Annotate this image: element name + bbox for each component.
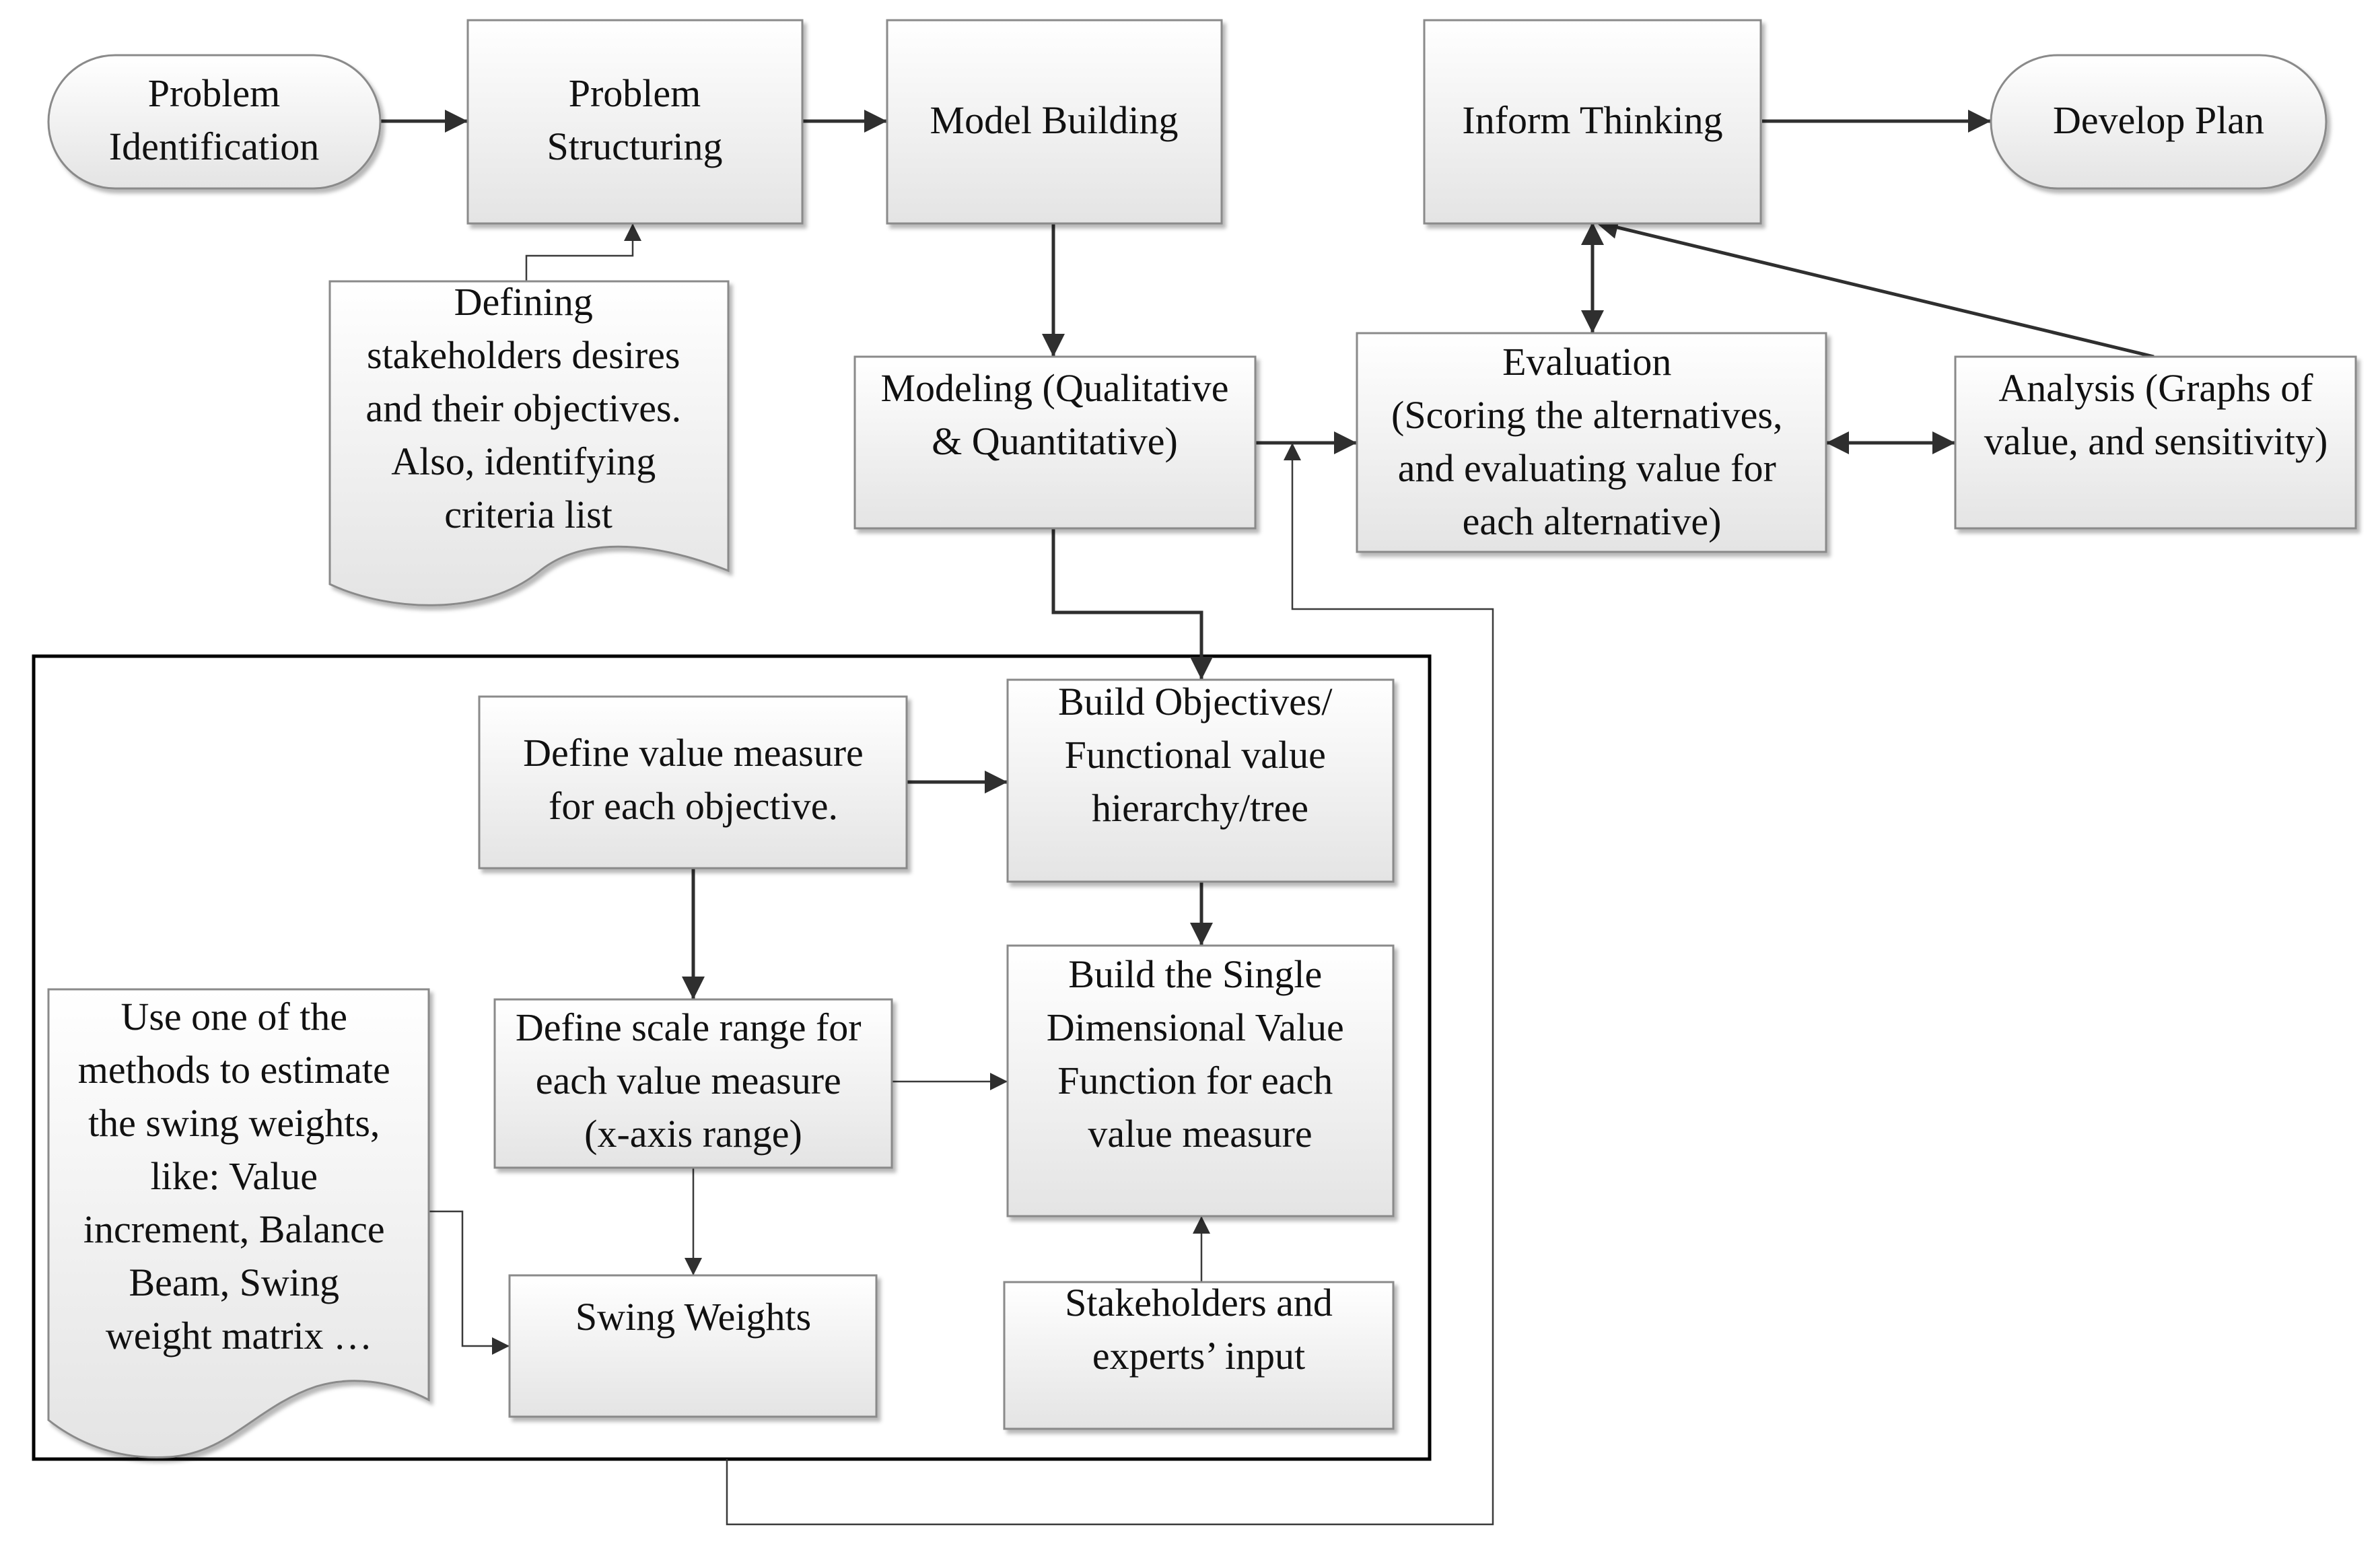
- svg-text:Build Objectives/ Functi: Build Objectives/ Functional value hiera…: [1058, 680, 1342, 830]
- svg-text:Inform Thinking: Inform Thinking: [1462, 98, 1722, 142]
- svg-text:Build the Single Dimensi: Build the Single Dimensional Value Funct…: [1047, 952, 1354, 1156]
- node-modeling: Modeling (Qualitative& Quantitative): [853, 355, 1257, 530]
- node-defining-stakeholders-document: Defining stakeholders desires and their …: [328, 280, 730, 606]
- node-define-scale-range: Define scale range for each value measur…: [493, 998, 893, 1169]
- node-swing-weights: Swing Weights: [508, 1274, 878, 1418]
- svg-text:Develop Plan: Develop Plan: [2053, 98, 2264, 142]
- arrow-methods-to-swing-weights: [429, 1210, 510, 1355]
- svg-text:Modeling (Qualitative& Quantit: Modeling (Qualitative& Quantitative): [880, 366, 1228, 463]
- svg-text:Use one of the methods t: Use one of the methods to estimate the s…: [78, 995, 400, 1357]
- submodel-frame: [32, 654, 1432, 1461]
- node-model-building: Model Building: [886, 19, 1223, 225]
- arrow-analysis-to-inform-thinking: [1595, 216, 2155, 359]
- connectors: [381, 110, 2155, 1526]
- svg-text:Define scale range for e: Define scale range for each value measur…: [516, 1005, 871, 1156]
- svg-text:Evaluation (Scoring the: Evaluation (Scoring the alternatives, an…: [1391, 340, 1792, 543]
- arrow-modeling-to-build-objectives: [1051, 528, 1213, 680]
- node-develop-plan: Develop Plan: [1990, 54, 2328, 190]
- arrow-stakeholders-doc-to-structuring: [525, 223, 641, 281]
- node-use-methods-document: Use one of the methods to estimate the s…: [47, 988, 430, 1459]
- arrow-frame-feedback-to-modeling: [726, 443, 1494, 1526]
- node-build-single-dimensional-value-function: Build the Single Dimensional Value Funct…: [1006, 944, 1395, 1217]
- svg-text:Defining stakeholders de: Defining stakeholders desires and their …: [365, 280, 691, 536]
- node-inform-thinking: Inform Thinking: [1423, 19, 1762, 225]
- node-evaluation: Evaluation (Scoring the alternatives, an…: [1356, 332, 1827, 553]
- svg-text:Model Building: Model Building: [930, 98, 1179, 142]
- svg-text:Swing Weights: Swing Weights: [575, 1295, 811, 1339]
- node-build-objectives: Build Objectives/ Functional value hiera…: [1006, 678, 1395, 883]
